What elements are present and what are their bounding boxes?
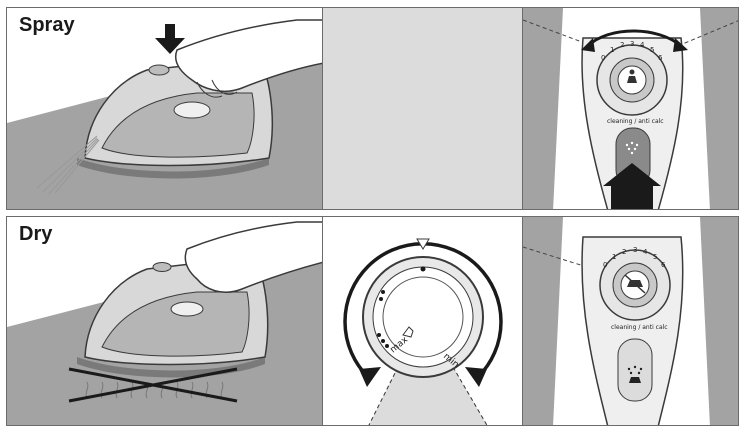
scale-2-dry: 2 <box>622 248 626 256</box>
steam-drops-icon <box>627 365 643 383</box>
dry-handle-panel: 0 1 2 3 4 5 6 cleaning / anti calc <box>522 216 739 426</box>
spray-handle-closeup: 0 1 2 3 4 5 6 cleaning / anti calc <box>523 8 738 209</box>
scale-0-dry: 0 <box>603 261 607 269</box>
spray-iron-illustration <box>7 19 322 209</box>
handle-caption-dry: cleaning / anti calc <box>611 324 668 331</box>
up-arrow-icon <box>603 163 661 209</box>
spray-jet-lines <box>36 135 100 195</box>
steam-icon <box>627 69 637 83</box>
scale-6-dry: 6 <box>661 261 666 269</box>
scale-2: 2 <box>620 41 624 49</box>
dry-dial-panel: max min <box>322 216 523 426</box>
no-steam-icon <box>624 274 646 294</box>
hand-icon <box>402 326 414 338</box>
scale-3-dry: 3 <box>633 246 637 254</box>
scale-4: 4 <box>640 41 645 49</box>
spray-row-label: Spray <box>19 14 75 36</box>
dry-iron-panel: Dry <box>6 216 323 426</box>
scale-1-dry: 1 <box>612 253 616 261</box>
handle-caption: cleaning / anti calc <box>607 118 664 125</box>
dry-dial-illustration: max min <box>343 238 503 425</box>
cross-icon <box>68 367 238 403</box>
spray-iron-panel: Spray <box>6 7 323 210</box>
down-arrow-icon <box>155 24 185 54</box>
scale-4-dry: 4 <box>643 248 648 256</box>
scale-5: 5 <box>650 46 654 54</box>
dry-handle-closeup: 0 1 2 3 4 5 6 cleaning / anti calc <box>523 217 738 425</box>
scale-1: 1 <box>610 46 614 54</box>
scale-0: 0 <box>601 54 605 62</box>
scale-5-dry: 5 <box>653 253 657 261</box>
spray-empty-panel <box>322 7 523 210</box>
spray-handle-panel: 0 1 2 3 4 5 6 cleaning / anti calc <box>522 7 739 210</box>
dry-iron-illustration <box>7 221 322 425</box>
triangle-marker-icon <box>416 238 430 250</box>
dry-row-label: Dry <box>19 223 53 245</box>
steam-drops-icon <box>625 141 639 155</box>
scale-3: 3 <box>630 40 634 48</box>
scale-6: 6 <box>658 54 663 62</box>
